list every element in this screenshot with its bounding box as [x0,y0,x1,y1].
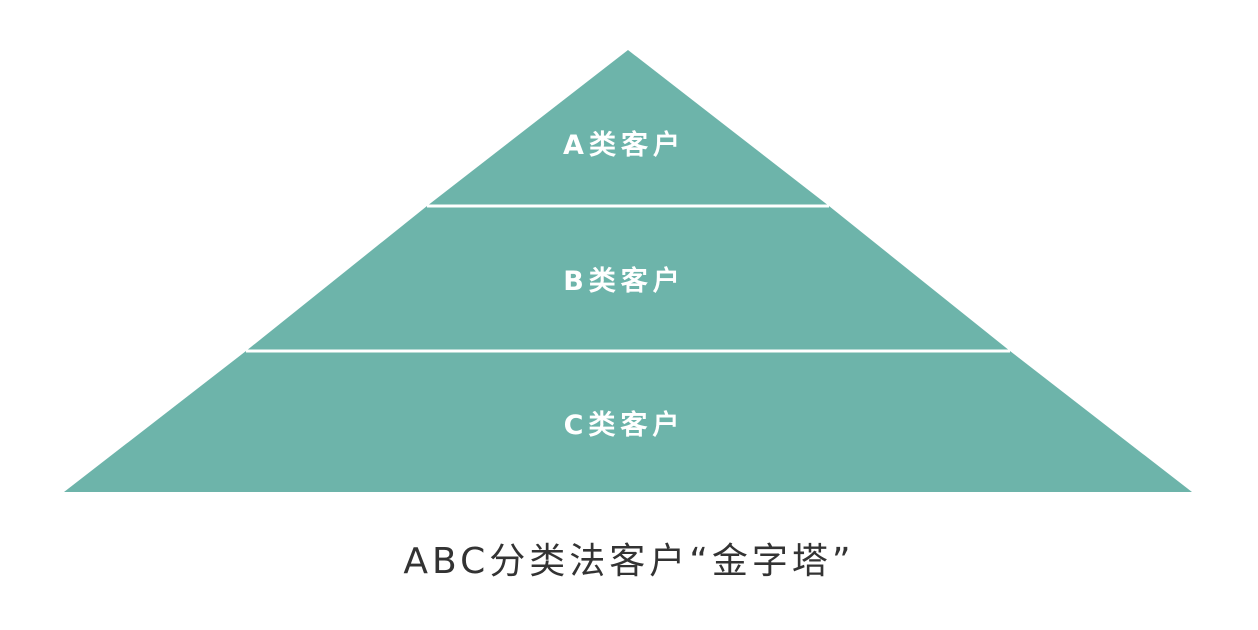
tier-b-label: B类客户 [563,265,685,297]
tier-b [246,206,1010,351]
tier-c [64,351,1192,492]
tier-a [427,50,829,206]
diagram-caption: ABC分类法客户“金字塔” [403,541,855,582]
tier-c-label: C类客户 [564,409,685,441]
tier-a-label: A类客户 [563,129,685,161]
